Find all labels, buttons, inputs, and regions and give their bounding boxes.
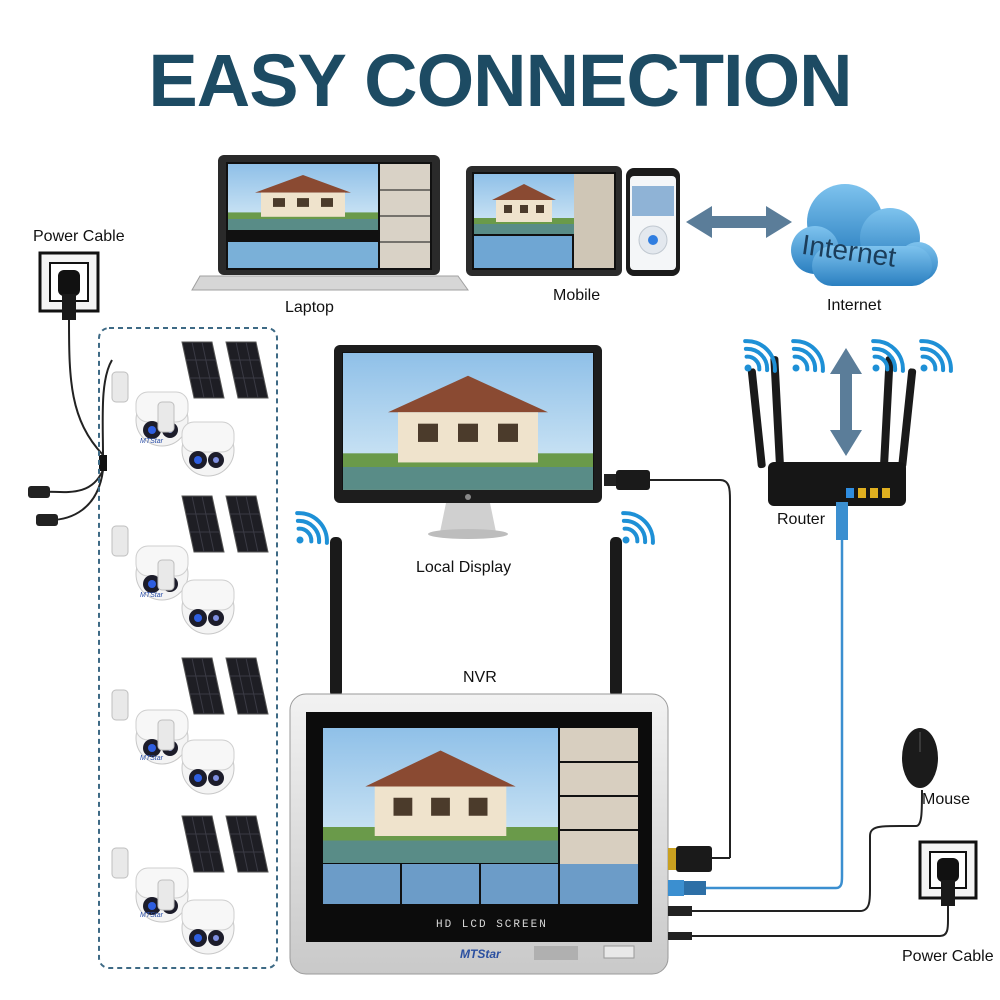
page-title: EASY CONNECTION xyxy=(148,39,852,122)
camera-row xyxy=(111,657,269,795)
hdmi-cable xyxy=(650,479,731,858)
power-outlet-icon xyxy=(38,251,100,320)
laptop-icon xyxy=(191,155,469,291)
tablet-icon xyxy=(466,166,622,276)
laptop-label: Laptop xyxy=(285,299,334,316)
camera-icon xyxy=(111,525,189,601)
power-cable-label: Power Cable xyxy=(902,948,994,965)
power-cable-label: Power Cable xyxy=(33,228,125,245)
solar-panel-icon xyxy=(225,657,269,715)
hdmi-plug-icon xyxy=(604,470,650,490)
nvr-ports xyxy=(668,846,712,940)
wifi-icon xyxy=(294,504,336,546)
solar-panel-icon xyxy=(181,341,225,399)
internet-label: Internet xyxy=(827,297,882,314)
solar-panel-icon xyxy=(181,815,225,873)
dc-plug xyxy=(28,486,50,498)
mouse-icon xyxy=(902,728,938,788)
power-cable xyxy=(39,319,113,521)
nvr-brand-label: MTStar xyxy=(460,947,502,961)
camera-icon xyxy=(111,847,189,923)
router-icon xyxy=(747,356,917,506)
nvr-antenna xyxy=(610,537,622,697)
monitor-icon xyxy=(334,345,602,539)
camera-row xyxy=(111,341,269,477)
ethernet-plug xyxy=(836,502,848,540)
dc-plug xyxy=(36,514,58,526)
internet-cloud-icon: Internet xyxy=(791,184,938,286)
mouse-label: Mouse xyxy=(922,791,971,808)
nvr-screen-label: HD LCD SCREEN xyxy=(436,919,548,931)
camera-icon xyxy=(111,689,189,765)
camera-icon xyxy=(111,371,189,447)
nvr-label: NVR xyxy=(463,669,497,686)
router-label: Router xyxy=(777,511,826,528)
cable-splitter xyxy=(99,455,107,471)
solar-panel-icon xyxy=(225,495,269,553)
phone-icon xyxy=(626,168,680,276)
mouse-cable xyxy=(692,789,923,912)
double-arrow-icon xyxy=(686,206,792,238)
solar-panel-icon xyxy=(181,495,225,553)
wifi-icon xyxy=(620,504,662,546)
camera-row xyxy=(111,495,269,635)
camera-brand-label: MTStar xyxy=(140,592,164,599)
wifi-icon xyxy=(742,332,784,374)
wifi-icon xyxy=(790,332,832,374)
nvr-icon xyxy=(289,693,669,975)
power-outlet-icon xyxy=(918,840,978,906)
wifi-icon xyxy=(918,332,960,374)
solar-panel-icon xyxy=(225,341,269,399)
camera-brand-label: MTStar xyxy=(140,755,164,762)
camera-row xyxy=(111,815,269,955)
mobile-label: Mobile xyxy=(553,287,601,304)
camera-brand-label: MTStar xyxy=(140,912,164,919)
camera-brand-label: MTStar xyxy=(140,438,164,445)
solar-panel-icon xyxy=(181,657,225,715)
ethernet-cable xyxy=(706,540,844,890)
solar-panel-icon xyxy=(225,815,269,873)
double-arrow-icon xyxy=(830,348,862,456)
power-cable xyxy=(692,906,949,937)
local-display-label: Local Display xyxy=(416,559,512,576)
nvr-antenna xyxy=(330,537,342,697)
